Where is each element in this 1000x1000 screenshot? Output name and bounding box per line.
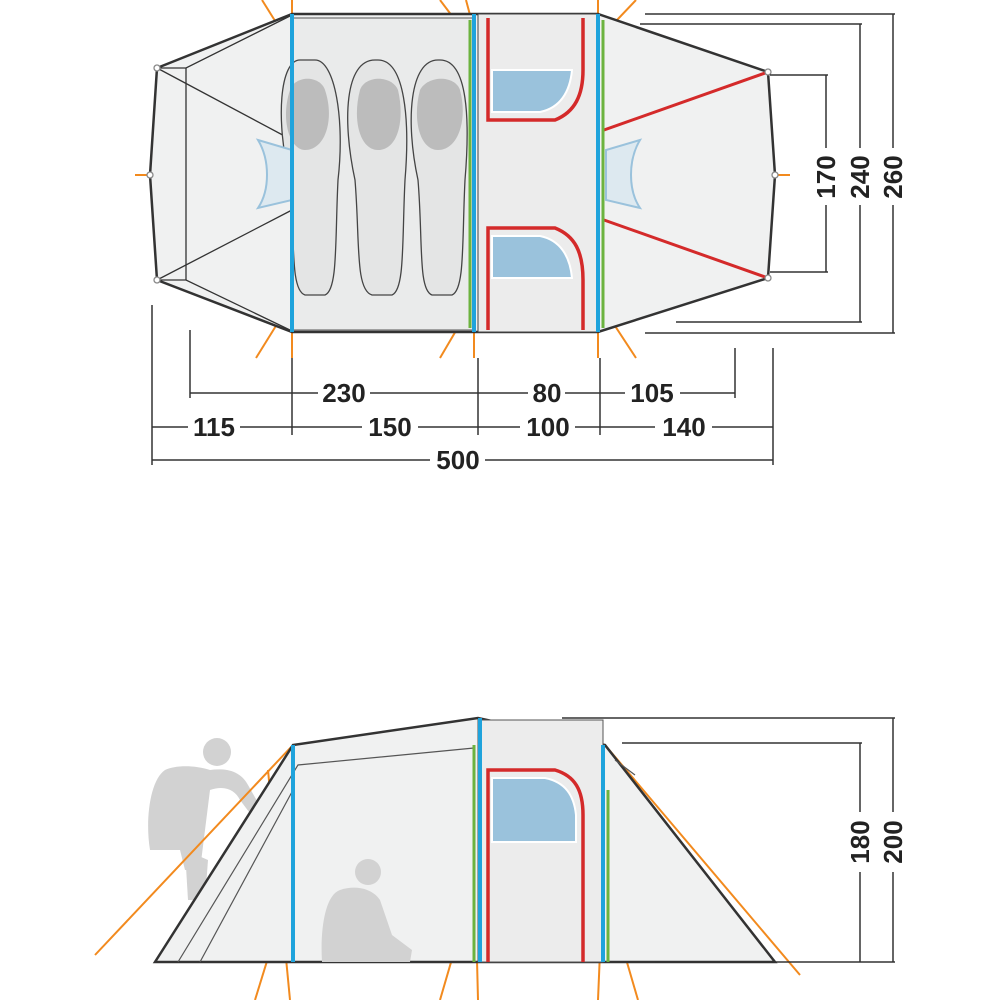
sleeping-bag-2 [347, 59, 408, 296]
sleeping-bags [280, 59, 468, 296]
dim-front: 140 [662, 412, 705, 442]
sleeping-bag-1 [280, 59, 341, 296]
rear-vent [255, 138, 293, 210]
dim-inner-width: 170 [811, 155, 841, 198]
front-vent [605, 138, 643, 210]
poles-side [291, 718, 610, 962]
middle-section [477, 13, 599, 333]
dim-total-width: 260 [878, 155, 908, 198]
dim-rear: 115 [193, 412, 235, 442]
rear-panel-lines [156, 14, 293, 332]
dimension-lines-top [151, 13, 895, 465]
dim-total-length: 500 [436, 445, 479, 475]
dim-pole-width: 240 [845, 155, 875, 198]
dim-sleep-area: 230 [322, 378, 365, 408]
pegs [146, 64, 779, 284]
side-door [486, 768, 585, 962]
dim-middle: 100 [526, 412, 569, 442]
dim-inner-height: 180 [845, 820, 875, 863]
side-door-top [486, 18, 585, 122]
dim-porch-inner: 105 [630, 378, 673, 408]
side-door-bottom [486, 226, 585, 330]
top-view: 230 80 105 115 150 100 140 500 170 240 2… [135, 0, 908, 475]
person-sitting-silhouette [321, 859, 412, 962]
dimension-labels-top: 230 80 105 115 150 100 140 500 170 240 2… [193, 155, 908, 475]
dimension-lines-side [562, 717, 895, 963]
side-view: 180 200 [94, 716, 908, 1000]
side-panel-lines [177, 747, 636, 963]
dim-door-section: 80 [533, 378, 562, 408]
poles-top [290, 14, 605, 332]
sleeping-bag-3 [410, 59, 468, 296]
dimension-labels-side: 180 200 [845, 820, 908, 863]
dim-bedroom: 150 [368, 412, 411, 442]
dim-total-height: 200 [878, 820, 908, 863]
porch-guy-red [603, 70, 769, 280]
tent-outline-side [152, 716, 778, 964]
